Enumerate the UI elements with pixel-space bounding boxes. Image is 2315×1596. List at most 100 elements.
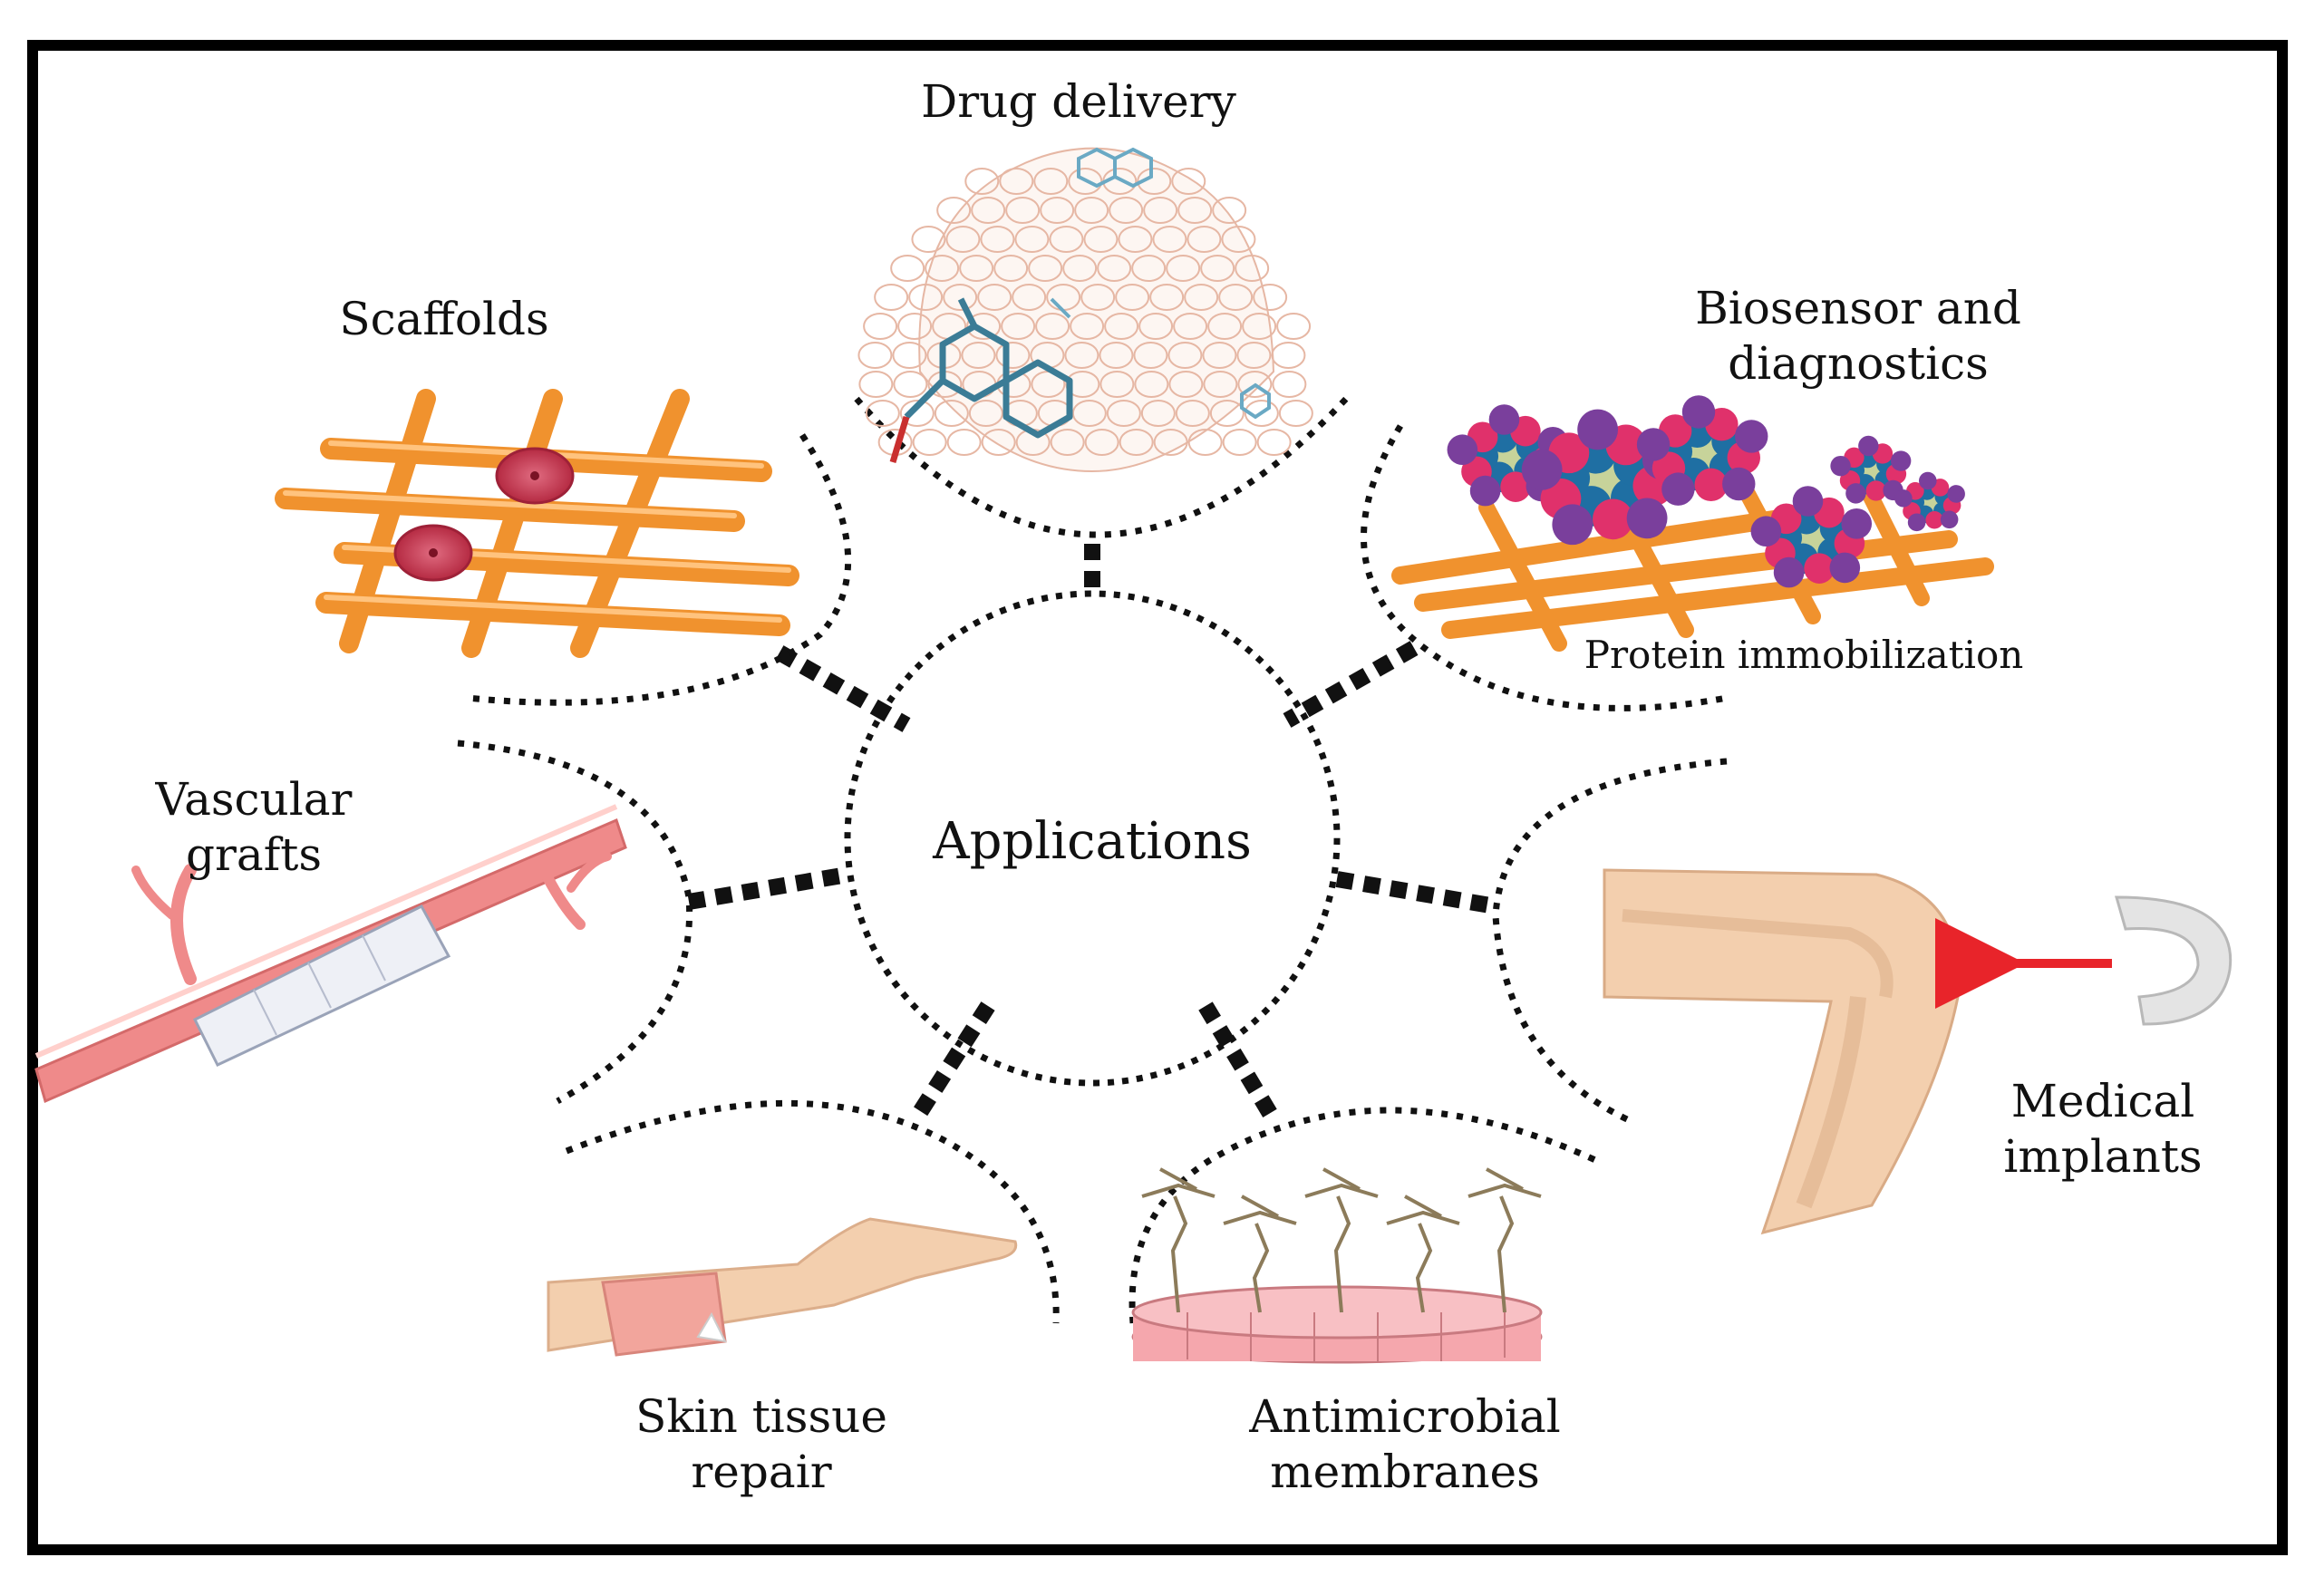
label-medical-implants: Medical implants xyxy=(2003,1075,2203,1183)
antimicrobial-molecule xyxy=(1170,1195,1188,1313)
nanoparticle-unit xyxy=(1140,400,1176,427)
nanoparticle-unit xyxy=(1097,255,1132,282)
protein-blob xyxy=(1593,498,1633,540)
arc-skin xyxy=(565,1099,1060,1324)
arc-scaffolds xyxy=(466,433,852,706)
nanoparticle-unit xyxy=(999,168,1034,195)
protein-blob xyxy=(1521,449,1563,490)
nanoparticle-unit xyxy=(1253,284,1288,311)
nanoparticle-unit xyxy=(1084,429,1119,456)
antimicrobial-molecule xyxy=(1333,1195,1351,1313)
nanoparticle-unit xyxy=(1166,255,1201,282)
nanoparticle-unit xyxy=(1153,429,1188,456)
connector-skin xyxy=(908,1001,995,1124)
nanoparticle-unit xyxy=(1012,284,1047,311)
arm-illustration xyxy=(547,1217,1018,1357)
nanoparticle-unit xyxy=(1137,168,1172,195)
protein-blob xyxy=(1845,483,1866,504)
nanoparticle-unit xyxy=(1256,429,1292,456)
nanoparticle-unit xyxy=(1131,255,1167,282)
antimicrobial-molecule-head xyxy=(1304,1167,1379,1198)
nanoparticle-unit xyxy=(1152,226,1187,253)
nanoparticle-unit xyxy=(1065,371,1100,398)
protein-blob xyxy=(1469,475,1501,507)
node-arcs xyxy=(457,396,1728,1324)
connector-biosensor xyxy=(1283,641,1419,728)
label-scaffolds: Scaffolds xyxy=(339,293,549,345)
nanoparticle-unit xyxy=(1212,197,1247,224)
nanoparticle-unit xyxy=(1074,197,1109,224)
nanoparticle-unit xyxy=(1221,226,1256,253)
label-biosensor: Biosensor and diagnostics xyxy=(1695,282,2021,390)
nanoparticle-unit xyxy=(1070,313,1105,340)
nanoparticle-unit xyxy=(1203,371,1238,398)
protein-blob xyxy=(1829,552,1861,584)
protein-blob xyxy=(1750,516,1782,547)
center-label: Applications xyxy=(933,812,1252,871)
nanoparticle-unit xyxy=(943,284,978,311)
nanoparticle-unit xyxy=(1014,226,1050,253)
label-skin-tissue-repair: Skin tissue repair xyxy=(635,1390,887,1498)
protein-blob xyxy=(1500,471,1531,502)
membrane-illustration xyxy=(1131,1167,1543,1364)
outer-frame xyxy=(27,40,2288,1555)
protein-clusters xyxy=(1447,395,1965,588)
protein-blob xyxy=(1552,504,1593,546)
protein-blob xyxy=(1894,489,1913,508)
arc-vascular xyxy=(457,740,693,1105)
protein-blob xyxy=(1773,556,1805,588)
protein-blob xyxy=(1907,513,1926,532)
antimicrobial-molecule xyxy=(1252,1223,1270,1313)
protein-blob xyxy=(1681,395,1716,429)
connector-scaffolds xyxy=(775,645,911,732)
protein-blob xyxy=(1925,510,1943,529)
nanoparticle-unit xyxy=(1242,313,1277,340)
nanoparticle-unit xyxy=(1115,284,1150,311)
nanoparticle-unit xyxy=(1218,284,1254,311)
nanoparticle-unit xyxy=(1184,284,1219,311)
nanoparticle-unit xyxy=(1064,342,1099,369)
nanoparticle-unit xyxy=(1028,255,1063,282)
nanoparticle-unit xyxy=(874,284,909,311)
nanoparticle-unit xyxy=(993,255,1029,282)
nanoparticle-unit xyxy=(1134,371,1169,398)
arc-drug-delivery xyxy=(854,396,1349,538)
nanoparticle-unit xyxy=(1200,255,1235,282)
protein-blob xyxy=(1841,508,1873,539)
nanoparticle-unit xyxy=(1171,168,1206,195)
nanoparticle-unit xyxy=(1119,429,1154,456)
nanoparticle-unit xyxy=(908,284,944,311)
nanoparticle-unit xyxy=(1278,400,1313,427)
connector-vascular xyxy=(687,866,849,910)
antimicrobial-molecule-head xyxy=(1467,1167,1542,1198)
nanoparticle-unit xyxy=(912,429,947,456)
nanoparticle-unit xyxy=(959,255,994,282)
nanoparticle-unit xyxy=(1071,400,1107,427)
arc-antimicrobial xyxy=(1128,1107,1597,1324)
nanoparticle-unit xyxy=(858,371,894,398)
sublabel-protein-immobilization: Protein immobilization xyxy=(1584,633,2024,677)
protein-blob xyxy=(1792,486,1824,517)
protein-blob xyxy=(1918,471,1937,490)
connector-implants xyxy=(1335,871,1497,914)
nanoparticle-unit xyxy=(980,226,1015,253)
protein-blob xyxy=(1830,455,1851,477)
nanoparticle-unit xyxy=(1104,313,1139,340)
protein-blob xyxy=(1940,510,1959,529)
nanoparticle-unit xyxy=(1149,284,1185,311)
nanoparticle-unit xyxy=(961,342,996,369)
knee-implant-illustration xyxy=(1603,868,2233,1235)
nanoparticle-unit xyxy=(1209,400,1245,427)
nanoparticle-unit xyxy=(890,255,925,282)
nanoparticle-unit xyxy=(977,284,1012,311)
nanoparticle-unit xyxy=(971,197,1006,224)
nanoparticle-unit xyxy=(1062,255,1098,282)
label-antimicrobial-membranes: Antimicrobial membranes xyxy=(1249,1390,1561,1498)
nanoparticle-unit xyxy=(934,400,969,427)
antimicrobial-molecule-head xyxy=(1141,1167,1216,1198)
nanoparticle-unit xyxy=(1099,371,1135,398)
protein-blob xyxy=(1626,498,1668,539)
nanoparticle-unit xyxy=(1068,168,1103,195)
nanoparticle-unit xyxy=(1177,197,1213,224)
nanoparticle-unit xyxy=(1202,342,1237,369)
